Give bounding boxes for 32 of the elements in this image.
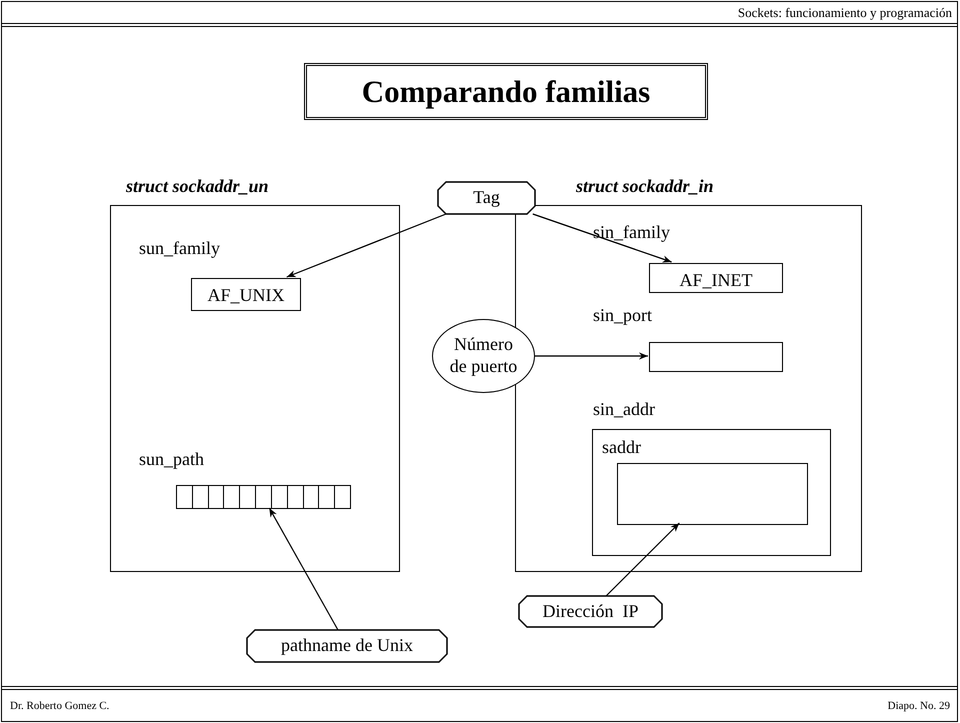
arrow [535, 352, 648, 360]
struct-heading: struct sockaddr_un [126, 176, 269, 197]
field-box [649, 342, 783, 372]
field-label: sun_path [139, 449, 204, 470]
callout-box [247, 630, 447, 662]
title-text: Comparando familias [362, 74, 650, 110]
arrow [532, 213, 672, 263]
field-label: sin_addr [593, 399, 655, 420]
value-box [649, 263, 783, 293]
field-label: sun_family [139, 238, 220, 259]
node-text: AF_INET [678, 270, 754, 292]
array-cells [176, 485, 351, 509]
struct-heading: struct sockaddr_in [576, 176, 714, 197]
value-box [191, 278, 301, 311]
arrow [268, 508, 338, 630]
callout-box [519, 596, 662, 627]
slide-number: Diapo. No. 29 [888, 700, 950, 712]
arrow [286, 213, 446, 278]
node-text: AF_UNIX [206, 285, 286, 307]
node-text: Número de puerto [448, 334, 518, 378]
struct-box [592, 429, 831, 556]
author-text: Dr. Roberto Gomez C. [10, 700, 110, 712]
field-label: sin_port [593, 305, 652, 326]
node-text: Dirección IP [542, 600, 638, 622]
field-label: sin_family [593, 222, 670, 243]
callout-box [438, 182, 535, 214]
arrow [606, 522, 680, 596]
field-box [617, 463, 808, 525]
node-text: pathname de Unix [281, 635, 413, 657]
node-text: Tag [473, 187, 500, 209]
field-label: saddr [602, 437, 641, 458]
header-text: Sockets: funcionamiento y programación [738, 5, 952, 21]
